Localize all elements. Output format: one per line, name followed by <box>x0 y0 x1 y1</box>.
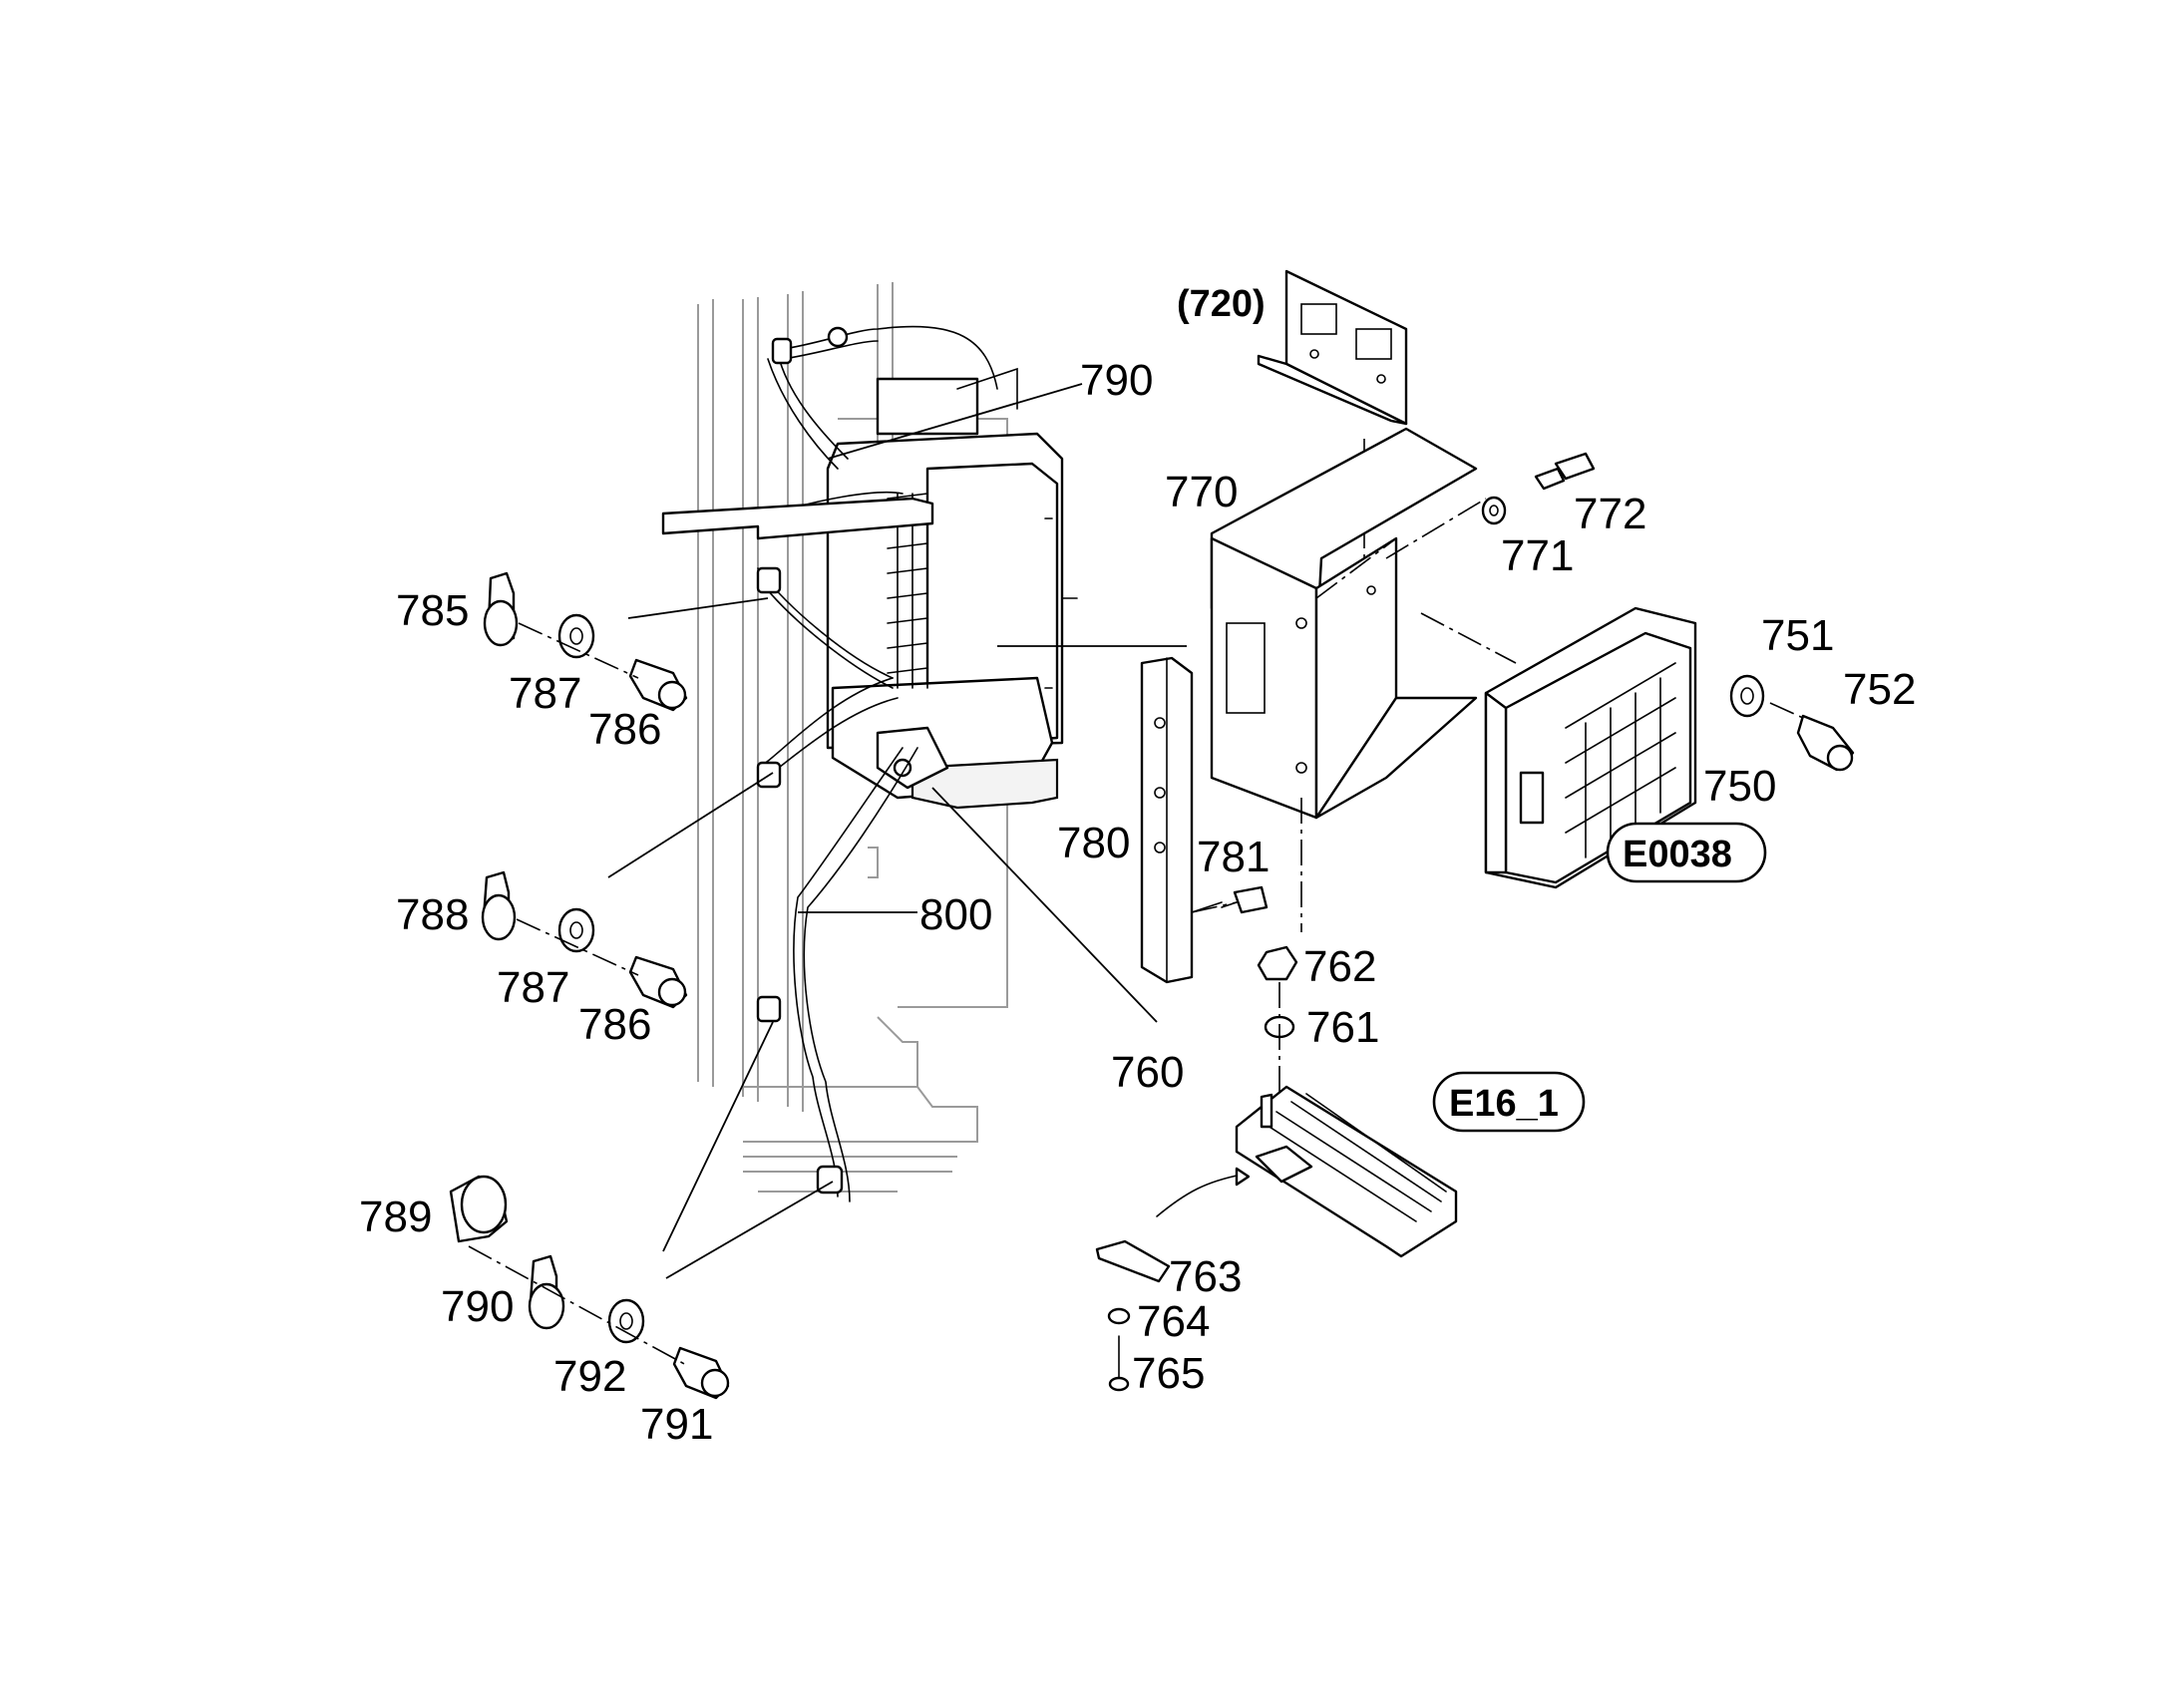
screw-786-upper <box>628 658 688 712</box>
washer-792 <box>607 1298 645 1344</box>
callout-720-reference: (720) <box>1177 283 1266 325</box>
screw-752 <box>1769 702 1855 772</box>
callout-787-lower: 787 <box>497 963 569 1012</box>
reference-e0038-label: E0038 <box>1623 834 1732 875</box>
callout-785: 785 <box>396 586 469 635</box>
reference-e16-1-label: E16_1 <box>1449 1083 1559 1125</box>
washer-751 <box>1729 674 1765 718</box>
bolt-781 <box>1191 885 1269 914</box>
callout-760: 760 <box>1111 1048 1184 1097</box>
nut-762 <box>1257 945 1298 981</box>
callout-787-upper: 787 <box>509 669 581 718</box>
callout-764: 764 <box>1137 1297 1210 1346</box>
callout-771: 771 <box>1501 531 1574 580</box>
callout-781: 781 <box>1197 833 1270 881</box>
callout-780: 780 <box>1057 819 1130 867</box>
callout-786-upper: 786 <box>588 705 661 754</box>
callout-761: 761 <box>1306 1003 1379 1052</box>
washer-764 <box>1107 1307 1131 1325</box>
washer-771 <box>1481 496 1507 525</box>
grommet-789 <box>449 1175 509 1243</box>
callout-790-top: 790 <box>1080 356 1153 405</box>
electrical-box-760 <box>661 325 1078 1202</box>
leader-lines <box>607 383 1187 1279</box>
callout-800: 800 <box>919 890 992 939</box>
callout-765: 765 <box>1132 1349 1205 1398</box>
machine-frame-structure <box>697 282 1008 1193</box>
reference-badge-e0038[interactable]: E0038 <box>1606 822 1767 883</box>
screw-772 <box>1534 452 1596 491</box>
mounting-bracket-720 <box>1257 269 1408 558</box>
mounting-bar-780 <box>1140 656 1194 984</box>
screw-786-lower <box>628 955 688 1009</box>
callout-762: 762 <box>1303 942 1376 991</box>
reference-badge-e16-1[interactable]: E16_1 <box>1432 1071 1586 1133</box>
terminal-box-750 <box>1420 606 1697 889</box>
cover-housing-770 <box>1210 427 1487 932</box>
washer-787-upper <box>557 613 595 659</box>
cable-clamp-790-lower <box>528 1254 565 1330</box>
callout-752: 752 <box>1843 665 1916 714</box>
callout-763: 763 <box>1169 1252 1242 1301</box>
callout-791: 791 <box>640 1400 713 1449</box>
callout-789: 789 <box>359 1193 432 1241</box>
callout-790-bottom: 790 <box>441 1282 514 1331</box>
cooling-plate <box>1156 1085 1458 1258</box>
callout-792: 792 <box>553 1352 626 1401</box>
callout-labels: 790 770 772 771 751 752 785 787 786 750 … <box>359 283 1916 1449</box>
clip-763 <box>1095 1239 1171 1283</box>
callout-786-lower: 786 <box>578 1000 651 1049</box>
callout-788: 788 <box>396 890 469 939</box>
screw-791 <box>672 1346 730 1400</box>
callout-751: 751 <box>1761 611 1834 660</box>
callout-772: 772 <box>1574 490 1646 538</box>
cable-clamp-788 <box>481 870 517 941</box>
callout-750: 750 <box>1703 762 1776 811</box>
cable-clamp-785 <box>483 571 519 647</box>
callout-770: 770 <box>1165 468 1238 516</box>
screw-765 <box>1108 1335 1130 1392</box>
washer-787-lower <box>557 907 595 953</box>
